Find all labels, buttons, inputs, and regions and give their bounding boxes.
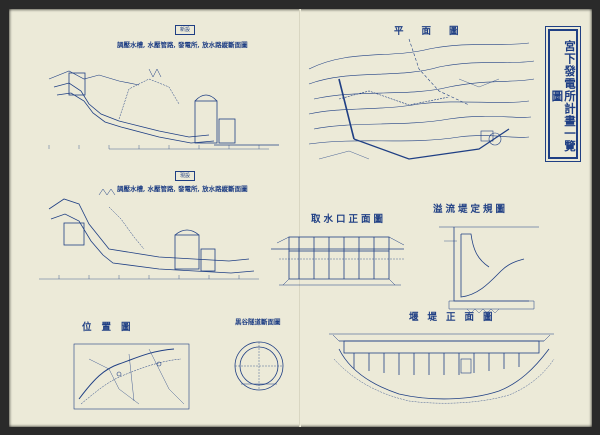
lower-section-tag: 現設 (175, 171, 196, 181)
spillway-title: 溢流堤定規圖 (433, 204, 509, 215)
upper-section-title: 調壓水槽, 水壓管路, 發電所, 放水路縱斷面圖 (117, 41, 248, 49)
sheet-title: 宮下發電所計畫一覽圖 (550, 39, 577, 153)
intake-title: 取水口正面圖 (311, 214, 387, 225)
sheet-title-box: 宮下發電所計畫一覽圖 (545, 26, 581, 162)
engineering-drawings (39, 38, 555, 410)
dam-title: 堰堤正面圖 (409, 312, 502, 323)
drawing-sheet: 新設 調壓水槽, 水壓管路, 發電所, 放水路縱斷面圖 現設 調壓水槽, 水壓管… (9, 9, 592, 427)
plan-view-title: 平面圖 (394, 26, 477, 37)
spillway-profile-drawing (439, 226, 539, 314)
upper-section-drawing (48, 68, 279, 150)
tunnel-title: 黒谷隧道斷面圖 (235, 318, 281, 326)
fold-line (299, 9, 301, 427)
lower-section-drawing (39, 188, 259, 280)
location-map-title: 位置圖 (82, 322, 141, 333)
location-map-drawing (73, 343, 190, 410)
dam-elevation-drawing (329, 333, 555, 404)
intake-elevation-drawing (271, 236, 405, 286)
upper-section-tag: 新設 (175, 25, 196, 35)
plan-view-drawing (308, 38, 535, 160)
tunnel-section-drawing (234, 341, 284, 391)
lower-section-title: 調壓水槽, 水壓管路, 發電所, 放水路縱斷面圖 (117, 185, 248, 193)
